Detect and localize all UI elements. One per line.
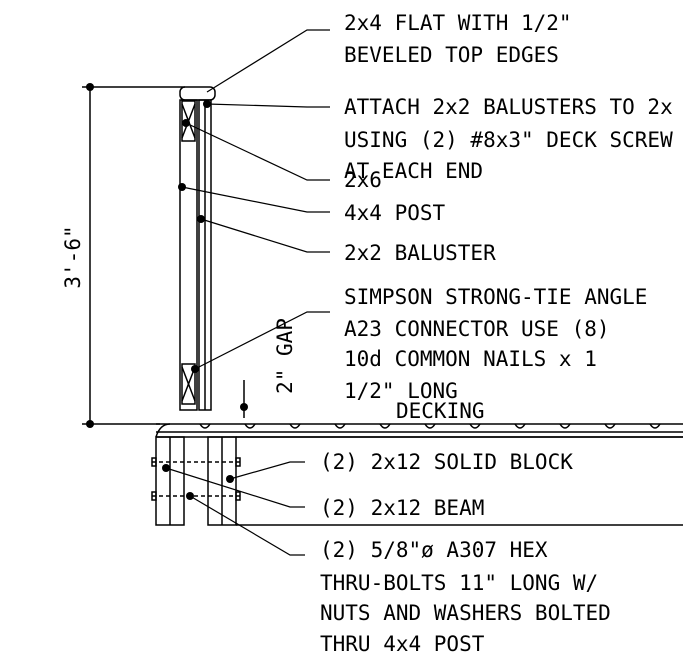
callout-top-rail-line-2: BEVELED TOP EDGES [344, 43, 559, 67]
washer-left-upper [151, 457, 157, 467]
gap-dot [240, 403, 248, 411]
lower-rail-hatch-2 [181, 366, 196, 402]
callout-baluster-attach: ATTACH 2x2 BALUSTERS TO 2x USING (2) #8x… [344, 95, 673, 183]
callout-top-rail-line-1: 2x4 FLAT WITH 1/2" [344, 11, 572, 35]
callout-bolts-line-4: THRU 4x4 POST [320, 632, 485, 656]
callout-baluster-attach-line-2: USING (2) #8x3" DECK SCREW [344, 128, 673, 152]
callout-bolts-line-1: (2) 5/8"ø A307 HEX [320, 538, 548, 562]
height-dimension-text: 3'-6" [61, 225, 85, 288]
lower-rail-2x6 [181, 363, 196, 405]
leader-bolts [189, 495, 305, 556]
leader-connector [194, 311, 330, 370]
beam-assembly [151, 436, 683, 526]
callout-decking: DECKING [396, 399, 485, 423]
deck-board-profiles [155, 423, 661, 438]
callout-baluster-attach-line-3: AT EACH END [344, 159, 483, 183]
callout-baluster: 2x2 BALUSTER [344, 241, 496, 265]
railing [179, 86, 245, 418]
leader-lines [165, 29, 330, 556]
callout-connector-line-4: 1/2" LONG [344, 379, 458, 403]
callout-connector-line-3: 10d COMMON NAILS x 1 [344, 347, 597, 371]
callout-baluster-attach-line-1: ATTACH 2x2 BALUSTERS TO 2x [344, 95, 673, 119]
leader-baluster [200, 218, 330, 253]
height-dimension [82, 86, 185, 425]
callout-connector-line-2: A23 CONNECTOR USE (8) [344, 317, 610, 341]
leader-beam [165, 467, 305, 508]
dimension-dot-bottom [86, 420, 94, 428]
callout-connector-line-1: SIMPSON STRONG-TIE ANGLE [344, 285, 647, 309]
leader-block [229, 461, 305, 480]
callout-bolts-line-2: THRU-BOLTS 11" LONG W/ [320, 571, 598, 595]
callout-connector: SIMPSON STRONG-TIE ANGLE A23 CONNECTOR U… [344, 285, 647, 403]
leader-2x6 [185, 122, 330, 181]
callout-top-rail: 2x4 FLAT WITH 1/2" BEVELED TOP EDGES [344, 11, 572, 67]
callout-post: 4x4 POST [344, 201, 446, 225]
decking [155, 423, 683, 438]
callout-bolts-line-3: NUTS AND WASHERS BOLTED [320, 601, 611, 625]
callout-bolts: (2) 5/8"ø A307 HEX THRU-BOLTS 11" LONG W… [320, 538, 611, 656]
leader-top-rail [206, 29, 330, 93]
callout-solid-block: (2) 2x12 SOLID BLOCK [320, 450, 573, 474]
dimension-dot-top [86, 83, 94, 91]
leader-baluster-attach [206, 103, 330, 108]
post-4x4 [179, 99, 198, 411]
callout-2x6: 2x6 [344, 168, 382, 192]
callout-beam: (2) 2x12 BEAM [320, 496, 484, 520]
washer-right-lower [235, 491, 241, 501]
top-rail-2x4 [179, 86, 216, 101]
leader-post [181, 186, 330, 213]
upper-rail-2x6 [181, 100, 196, 142]
gap-dimension-text: 2" GAP [273, 318, 297, 394]
washer-left-lower [151, 491, 157, 501]
washer-right-upper [235, 457, 241, 467]
